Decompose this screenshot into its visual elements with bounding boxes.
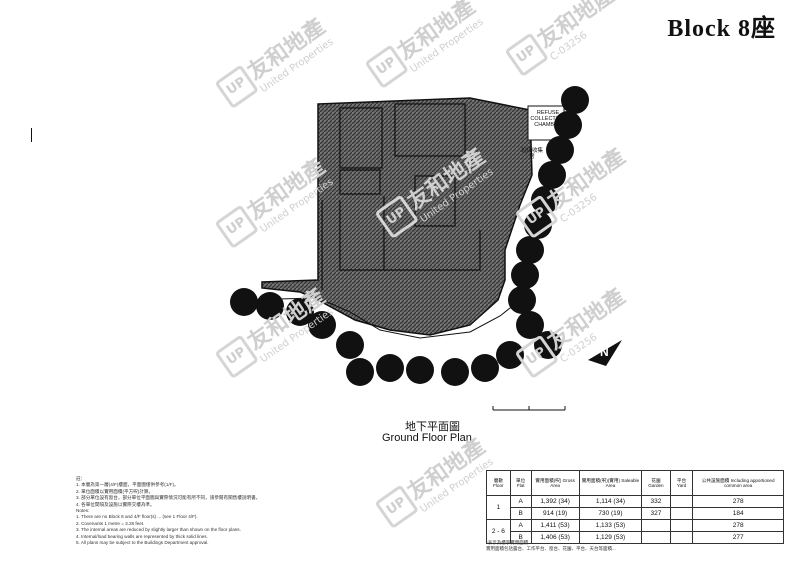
col-floor: 層數 Floor — [486, 470, 511, 496]
refuse-label: REFUSE COLLECTION CHAMBER — [530, 110, 566, 128]
col-garden: 花園 Garden — [641, 470, 671, 496]
table-footnotes: *表示為樓宇實用面積 實用面積包括露台、工作平台、窗台、花園、平台、天台等面積.… — [486, 540, 786, 552]
note-line: 2. 單位面積以實用面積(平方呎)計算。 — [76, 488, 154, 494]
plan-caption-cn: 地下平面圖 — [405, 420, 460, 433]
note-line: 註： — [76, 476, 86, 481]
tree-icon — [256, 292, 284, 320]
tree-icon — [471, 354, 499, 382]
scale-bar — [492, 406, 566, 411]
note-line: 1. There are no Block 8 and 4/F floor(s)… — [76, 514, 198, 520]
tree-icon — [406, 356, 434, 384]
table-header-row: 層數 Floor 單位 Flat 實用面積(呎) Gross Area 實用面積… — [486, 470, 784, 496]
refuse-label-cn: 垃圾收集房 — [520, 148, 543, 160]
note-line: 4. 各單位間隔及設施以實際交樓為準。 — [76, 501, 155, 507]
col-gross: 實用面積(呎) Gross Area — [530, 470, 580, 496]
note-line: Notes: — [76, 508, 90, 514]
tree-icon — [346, 358, 374, 386]
col-yard: 平台 Yard — [669, 470, 694, 496]
tree-icon — [516, 236, 544, 264]
area-schedule-table: 層數 Floor 單位 Flat 實用面積(呎) Gross Area 實用面積… — [486, 470, 784, 544]
north-arrow-icon: N — [588, 340, 622, 366]
tree-icon — [496, 341, 524, 369]
tree-icon — [534, 331, 562, 359]
footnote-line: *表示為樓宇實用面積 — [486, 540, 529, 545]
tree-icon — [538, 161, 566, 189]
notes-block: 註： 1. 本層為第一層(4/F)樓面，平面圖僅供參考(1/F)。 2. 單位面… — [76, 476, 466, 546]
svg-text:N: N — [600, 345, 609, 359]
tree-icon — [376, 354, 404, 382]
note-line: 1. 本層為第一層(4/F)樓面，平面圖僅供參考(1/F)。 — [76, 482, 179, 488]
tree-icon — [230, 288, 258, 316]
tree-icon — [441, 358, 469, 386]
site-boundary — [237, 297, 521, 339]
page-title: Block 8座 — [667, 16, 776, 42]
tree-icon — [546, 136, 574, 164]
tree-icon — [516, 311, 544, 339]
note-line: 2. Covenants 1 metre = 3.28 feet. — [76, 520, 145, 526]
tree-icon — [508, 286, 536, 314]
col-common: 公共設施面積 Including apportioned common area — [692, 470, 784, 496]
col-saleable: 實用面積(呎)(實用) Saleable Area — [578, 470, 643, 496]
note-line: 4. Internal/load bearing walls are repre… — [76, 533, 208, 539]
note-line: 3. 部分單位設有窗台，部分單位平面圖與實際情況可能有所不同，請參閱有關售樓說明… — [76, 495, 261, 501]
footnote-line: 實用面積包括露台、工作平台、窗台、花園、平台、天台等面積... — [486, 546, 616, 551]
tree-icon — [554, 111, 582, 139]
internal-walls — [321, 103, 481, 290]
note-line: 5. All plans may be subject to the Build… — [76, 540, 209, 546]
left-margin-mark — [31, 128, 32, 142]
tree-icon — [524, 211, 552, 239]
note-line: 3. The internal areas are reduced by sli… — [76, 527, 241, 533]
tree-icon — [511, 261, 539, 289]
tree-icon — [336, 331, 364, 359]
tree-icon — [531, 186, 559, 214]
tree-icon — [561, 86, 589, 114]
tree-icon — [308, 311, 336, 339]
tree-icon — [286, 298, 314, 326]
plan-caption-en: Ground Floor Plan — [382, 432, 472, 444]
building-footprint — [261, 97, 533, 336]
tree-row — [230, 86, 589, 386]
col-flat: 單位 Flat — [509, 470, 532, 496]
